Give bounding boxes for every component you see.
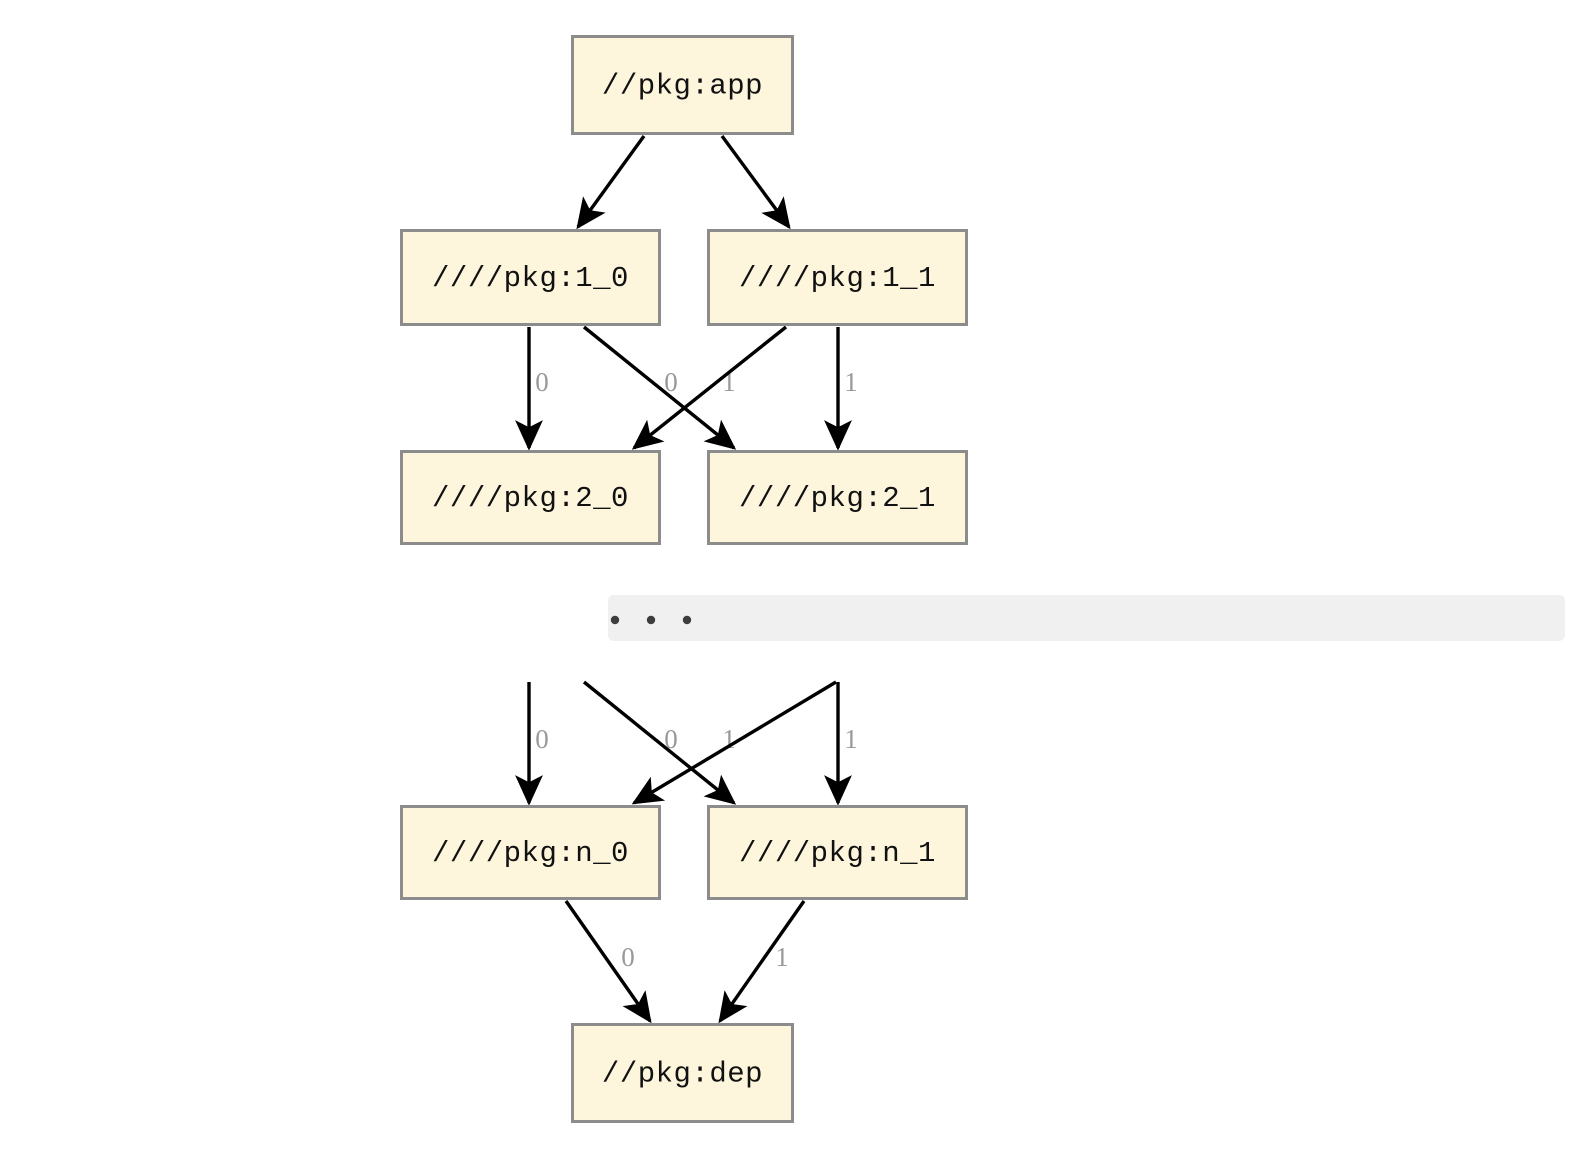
graph-node-dep[interactable]: //pkg:dep: [571, 1023, 794, 1123]
graph-edge-1_0-to-2_0: 0: [515, 327, 549, 451]
edge-line: [582, 680, 737, 805]
ellipsis-dot-2: [646, 615, 656, 625]
graph-node-n1_1[interactable]: ////pkg:1_1: [707, 229, 968, 326]
node-label: ////pkg:2_1: [739, 482, 936, 515]
omitted-rows-band: [608, 595, 1565, 641]
node-box[interactable]: [571, 35, 794, 135]
graph-edge-1_0-to-2_1: 1: [582, 325, 737, 450]
edge-label: 0: [664, 724, 678, 754]
graph-node-n2_0[interactable]: ////pkg:2_0: [400, 450, 661, 545]
edge-line: [576, 135, 646, 230]
edge-line: [564, 900, 652, 1024]
edge-label: 0: [621, 942, 635, 972]
graph-edge-n_0-to-dep: 0: [564, 900, 652, 1024]
node-label: ////pkg:n_0: [432, 837, 629, 870]
edge-line: [631, 680, 837, 805]
node-label: ////pkg:1_0: [432, 262, 629, 295]
node-box[interactable]: [707, 229, 968, 326]
graph-edge-app-to-1_1: [720, 134, 791, 230]
graph-node-n2_1[interactable]: ////pkg:2_1: [707, 450, 968, 545]
graph-edge-app-to-1_0: [576, 135, 646, 230]
edge-line: [720, 134, 791, 230]
graph-node-n1_0[interactable]: ////pkg:1_0: [400, 229, 661, 326]
graph-node-nn_0[interactable]: ////pkg:n_0: [400, 805, 661, 900]
edge-line: [718, 900, 806, 1024]
edge-label: 1: [775, 942, 789, 972]
graph-edge-1_1-to-2_1: 1: [824, 327, 858, 451]
nodes-layer: //pkg:app ////pkg:1_0 ////pkg:1_1 ////pkg:2…: [400, 35, 968, 1123]
edge-label: 1: [844, 724, 858, 754]
edge-label: 0: [535, 724, 549, 754]
graph-edge-1_1-to-2_0: 0: [631, 325, 788, 450]
node-label: ////pkg:1_1: [739, 262, 936, 295]
ellipsis-dot-3: [682, 615, 692, 625]
node-box[interactable]: [400, 229, 661, 326]
edge-label: 1: [844, 367, 858, 397]
graph-edge-hidden-to-n_0-cross: 0: [631, 680, 837, 805]
node-label: //pkg:dep: [602, 1058, 763, 1091]
graph-edge-hidden-to-n_1: 1: [824, 682, 858, 806]
graph-node-app[interactable]: //pkg:app: [571, 35, 794, 135]
graph-edge-hidden-to-n_0: 0: [515, 682, 549, 806]
edge-line: [631, 325, 788, 450]
node-label: //pkg:app: [602, 70, 763, 103]
node-box[interactable]: [400, 805, 661, 900]
ellipsis-dot-1: [610, 615, 620, 625]
edge-line: [582, 325, 737, 450]
ellipsis-band: [608, 595, 1565, 641]
node-box[interactable]: [707, 450, 968, 545]
node-label: ////pkg:2_0: [432, 482, 629, 515]
edge-label: 0: [664, 367, 678, 397]
node-box[interactable]: [707, 805, 968, 900]
graph-node-nn_1[interactable]: ////pkg:n_1: [707, 805, 968, 900]
node-box[interactable]: [400, 450, 661, 545]
graph-edge-n_1-to-dep: 1: [718, 900, 806, 1024]
node-box[interactable]: [571, 1023, 794, 1123]
node-label: ////pkg:n_1: [739, 837, 936, 870]
graph-edge-hidden-to-n_1-cross: 1: [582, 680, 737, 805]
edge-label: 0: [535, 367, 549, 397]
